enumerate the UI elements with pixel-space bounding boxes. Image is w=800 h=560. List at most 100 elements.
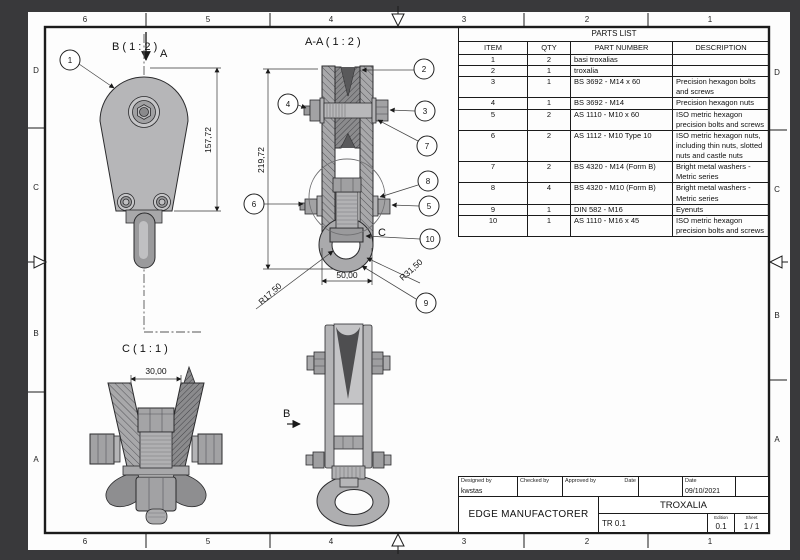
col-item: ITEM [458,40,528,55]
drawing-number: TR 0.1 [599,514,708,532]
border-label: A [774,435,780,444]
radius-r31: R31,50 [366,257,425,284]
border-label: 6 [83,15,88,24]
vertical-bolt-section [332,177,362,229]
centering-arrow-top [391,6,405,28]
right-plate-section [359,65,374,247]
balloon-10: 10 [365,228,441,250]
balloon-1: 1 [59,49,115,89]
col-description: DESCRIPTION [672,40,770,55]
hook-link [133,212,156,269]
parts-list: PARTS LIST ITEM QTY PART NUMBER DESCRIPT… [458,27,770,238]
svg-text:4: 4 [286,100,291,109]
hex-bolt-detail [137,407,175,469]
border-label: A [33,455,39,464]
dimension-219: 219,72 [256,68,333,270]
date-cell: Date 09/10/2021 [683,477,736,496]
radius-r17: R17,50 [255,250,334,310]
svg-text:6: 6 [252,200,257,209]
border-label: 1 [708,537,713,546]
svg-text:50,00: 50,00 [336,270,358,280]
border-label: 5 [206,537,211,546]
empty-cell [736,477,768,496]
border-label: 2 [585,537,590,546]
balloon-8: 8 [379,170,439,199]
svg-text:5: 5 [427,202,432,211]
balloon-7: 7 [377,119,438,157]
date-label: Date [624,478,636,484]
dimension-30: 30,00 [130,366,182,384]
border-label: D [774,68,780,77]
border-label: B [33,329,38,338]
mid-nut-front [333,435,364,450]
empty-cell [639,477,683,496]
border-label: 6 [83,537,88,546]
view-b: B ( 1 : 2 ) A [59,32,221,333]
lower-bolt-faces [117,193,171,211]
bolt-tip [145,508,168,525]
edition-value: 0.1 [715,522,727,531]
designed-by-label: Designed by [461,478,492,484]
col-part-number: PART NUMBER [570,40,673,55]
view-c: C ( 1 : 1 ) 30,00 [89,343,223,525]
centering-arrow-left [28,255,48,269]
dimension-157: 157,72 [150,67,221,212]
sheet-border: 6 5 4 3 2 1 6 5 4 3 2 1 D C B A D C B A [28,6,788,554]
detail-letter-c: C [378,227,386,239]
right-plate-front [362,324,373,469]
border-label: 4 [329,15,334,24]
left-plate-section [321,65,336,247]
boss-front [339,477,359,488]
svg-text:1: 1 [68,56,73,65]
corner-centerline-mark [143,300,201,333]
svg-text:8: 8 [426,177,431,186]
svg-text:2: 2 [422,65,427,74]
edition-cell: Edition 0.1 [708,514,735,532]
border-label: 4 [329,537,334,546]
arrow-b-label: B [283,408,290,420]
border-label: 1 [708,15,713,24]
checked-by-cell: Checked by [518,477,563,496]
groove-top [341,67,355,96]
balloon-2: 2 [361,58,435,80]
svg-text:30,00: 30,00 [145,366,167,376]
approved-by-label: Approved by [565,478,596,484]
sheet-label: Sheet [745,515,758,520]
border-label: D [33,66,39,75]
balloon-6: 6 [243,193,304,215]
border-label: C [774,185,780,194]
view-front: B [283,323,392,527]
view-c-label: C ( 1 : 1 ) [122,343,168,355]
svg-text:3: 3 [423,107,428,116]
parts-list-title: PARTS LIST [458,27,770,42]
date-value: 09/10/2021 [685,488,721,495]
border-label: C [33,183,39,192]
centering-arrow-bottom [391,532,405,554]
svg-text:9: 9 [424,299,429,308]
col-qty: QTY [527,40,571,55]
edition-label: Edition [714,515,728,520]
border-label: 3 [462,537,467,546]
svg-text:R17,50: R17,50 [256,281,283,307]
lower-nuts-front [305,451,392,469]
border-label: 3 [462,15,467,24]
drawing-title: TROXALIA [599,497,768,514]
break-spike [183,365,196,384]
balloon-3: 3 [389,100,436,122]
border-label: 5 [206,15,211,24]
svg-text:219,72: 219,72 [256,147,266,173]
svg-text:7: 7 [425,142,430,151]
designed-by-value: kwstas [461,488,483,495]
border-label: B [774,311,779,320]
company-name: EDGE MANUFACTORER [459,497,599,532]
